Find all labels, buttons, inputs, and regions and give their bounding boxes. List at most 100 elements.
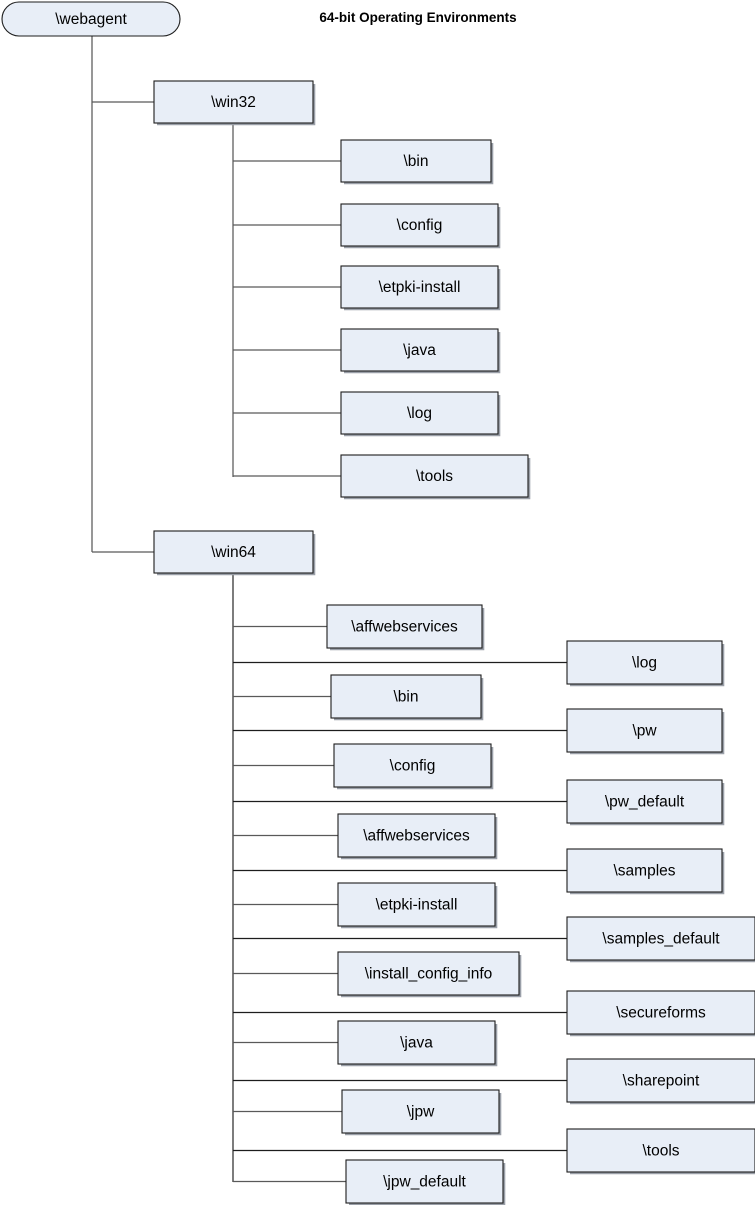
node-win64-child-15-rect[interactable] bbox=[566, 1128, 755, 1173]
node-win64-child-6-shadow bbox=[341, 817, 498, 860]
node-win64-child-5-rect[interactable] bbox=[566, 779, 723, 824]
node-win64-rect[interactable] bbox=[153, 530, 314, 574]
node-win64-child-13-rect[interactable] bbox=[566, 1058, 755, 1103]
node-win64-child-16-rect[interactable] bbox=[345, 1159, 504, 1204]
node-win32-child-5-label: \tools bbox=[416, 468, 453, 485]
node-win64-child-9[interactable]: \samples_default bbox=[566, 916, 755, 963]
node-win64-child-2-shadow bbox=[334, 678, 484, 721]
node-win64-child-1-shadow bbox=[570, 644, 725, 687]
node-win64-child-11[interactable]: \secureforms bbox=[566, 990, 755, 1037]
node-win64-child-15-shadow bbox=[570, 1172, 755, 1175]
node-win64-child-1[interactable]: \log bbox=[566, 640, 725, 687]
node-win64-child-5-label: \pw_default bbox=[605, 794, 685, 811]
node-win64-child-6-rect[interactable] bbox=[337, 813, 496, 858]
node-win64-child-11-rect[interactable] bbox=[566, 990, 755, 1035]
node-win32-child-4-label: \log bbox=[407, 405, 432, 422]
node-win64-child-12-shadow bbox=[341, 1024, 498, 1067]
node-win64-child-4-rect[interactable] bbox=[333, 743, 492, 788]
node-win32-child-2[interactable]: \etpki-install bbox=[340, 265, 501, 311]
node-win32-child-1-rect[interactable] bbox=[340, 203, 499, 247]
node-win64-child-12-rect[interactable] bbox=[337, 1020, 496, 1065]
node-win64-child-3-rect[interactable] bbox=[566, 708, 723, 753]
node-win32-child-0-label: \bin bbox=[404, 153, 429, 170]
node-win32-child-2-shadow bbox=[344, 269, 501, 311]
node-win32-child-5-rect[interactable] bbox=[340, 454, 529, 498]
node-win32-child-0-shadow bbox=[344, 143, 494, 185]
node-win64-child-13-shadow bbox=[570, 1102, 755, 1105]
node-win64-child-7[interactable]: \samples bbox=[566, 848, 725, 895]
node-win64-child-2[interactable]: \bin bbox=[330, 674, 484, 721]
node-win64-label: \win64 bbox=[211, 544, 256, 561]
node-win32-child-3[interactable]: \java bbox=[340, 328, 501, 374]
node-win64-child-12[interactable]: \java bbox=[337, 1020, 498, 1067]
node-win64-child-9-shadow bbox=[570, 960, 755, 963]
node-win32-child-2-label: \etpki-install bbox=[379, 279, 461, 296]
node-win64[interactable]: \win64 bbox=[153, 530, 316, 576]
node-win32-shadow bbox=[157, 84, 316, 126]
node-win64-child-10-shadow bbox=[341, 955, 522, 998]
node-win64-child-1-rect[interactable] bbox=[566, 640, 723, 685]
node-win64-child-14-shadow bbox=[345, 1093, 502, 1136]
node-win32-child-4[interactable]: \log bbox=[340, 391, 501, 437]
node-win64-child-11-shadow bbox=[570, 1034, 755, 1037]
node-win64-child-14-label: \jpw bbox=[407, 1104, 435, 1121]
node-win64-child-8-rect[interactable] bbox=[337, 882, 496, 927]
node-root-webagent-rect[interactable] bbox=[1, 1, 181, 37]
node-win64-child-8-shadow bbox=[341, 886, 498, 929]
node-win32-child-3-label: \java bbox=[403, 342, 436, 359]
node-win32-child-5-shadow bbox=[344, 458, 531, 500]
node-win64-child-8-label: \etpki-install bbox=[376, 897, 458, 914]
node-win64-child-14[interactable]: \jpw bbox=[341, 1089, 502, 1136]
node-win64-child-15-label: \tools bbox=[642, 1143, 679, 1160]
node-win64-child-15[interactable]: \tools bbox=[566, 1128, 755, 1175]
node-win64-child-9-rect[interactable] bbox=[566, 916, 755, 961]
node-win32-child-4-rect[interactable] bbox=[340, 391, 499, 435]
node-win32-child-1[interactable]: \config bbox=[340, 203, 501, 249]
node-win64-child-0-rect[interactable] bbox=[326, 604, 483, 649]
node-win64-child-10-rect[interactable] bbox=[337, 951, 520, 996]
node-win64-child-6-label: \affwebservices bbox=[363, 828, 470, 845]
node-win64-child-16-label: \jpw_default bbox=[383, 1174, 466, 1191]
node-win64-child-3[interactable]: \pw bbox=[566, 708, 725, 755]
node-win64-child-0-label: \affwebservices bbox=[351, 619, 458, 636]
node-win64-child-4[interactable]: \config bbox=[333, 743, 494, 790]
node-win64-child-7-rect[interactable] bbox=[566, 848, 723, 893]
node-win64-child-8[interactable]: \etpki-install bbox=[337, 882, 498, 929]
diagram-title: 64-bit Operating Environments bbox=[319, 10, 516, 25]
node-win64-child-4-shadow bbox=[337, 747, 494, 790]
node-win64-child-3-label: \pw bbox=[632, 723, 657, 740]
node-win64-child-3-shadow bbox=[570, 712, 725, 755]
node-win64-child-12-label: \java bbox=[400, 1035, 433, 1052]
node-win32-child-5[interactable]: \tools bbox=[340, 454, 531, 500]
node-root-webagent-label: \webagent bbox=[55, 11, 127, 28]
node-win64-child-13[interactable]: \sharepoint bbox=[566, 1058, 755, 1105]
node-win32-child-1-shadow bbox=[344, 207, 501, 249]
node-win64-child-0-shadow bbox=[330, 608, 485, 651]
node-win32-rect[interactable] bbox=[153, 80, 314, 124]
node-win64-child-11-label: \secureforms bbox=[616, 1005, 706, 1022]
node-win64-child-10-label: \install_config_info bbox=[365, 966, 493, 983]
node-win64-child-16[interactable]: \jpw_default bbox=[345, 1159, 506, 1205]
node-win64-child-2-rect[interactable] bbox=[330, 674, 482, 719]
node-win32-child-3-shadow bbox=[344, 332, 501, 374]
node-win32-child-3-rect[interactable] bbox=[340, 328, 499, 372]
node-win32-child-1-label: \config bbox=[397, 217, 443, 234]
node-win64-child-6[interactable]: \affwebservices bbox=[337, 813, 498, 860]
node-win32-child-4-shadow bbox=[344, 395, 501, 437]
node-win32[interactable]: \win32 bbox=[153, 80, 316, 126]
node-win64-child-4-label: \config bbox=[390, 758, 436, 775]
node-win64-child-5[interactable]: \pw_default bbox=[566, 779, 725, 826]
node-win64-shadow bbox=[157, 534, 316, 576]
node-win32-label: \win32 bbox=[211, 94, 256, 111]
node-win32-child-0-rect[interactable] bbox=[340, 139, 492, 183]
node-win32-child-2-rect[interactable] bbox=[340, 265, 499, 309]
node-win32-child-0[interactable]: \bin bbox=[340, 139, 494, 185]
node-root-webagent[interactable]: \webagent bbox=[1, 1, 181, 37]
node-win64-child-7-label: \samples bbox=[613, 863, 675, 880]
node-win64-child-14-rect[interactable] bbox=[341, 1089, 500, 1134]
node-win64-child-0[interactable]: \affwebservices bbox=[326, 604, 485, 651]
node-win64-child-1-label: \log bbox=[632, 655, 657, 672]
node-win64-child-10[interactable]: \install_config_info bbox=[337, 951, 522, 998]
